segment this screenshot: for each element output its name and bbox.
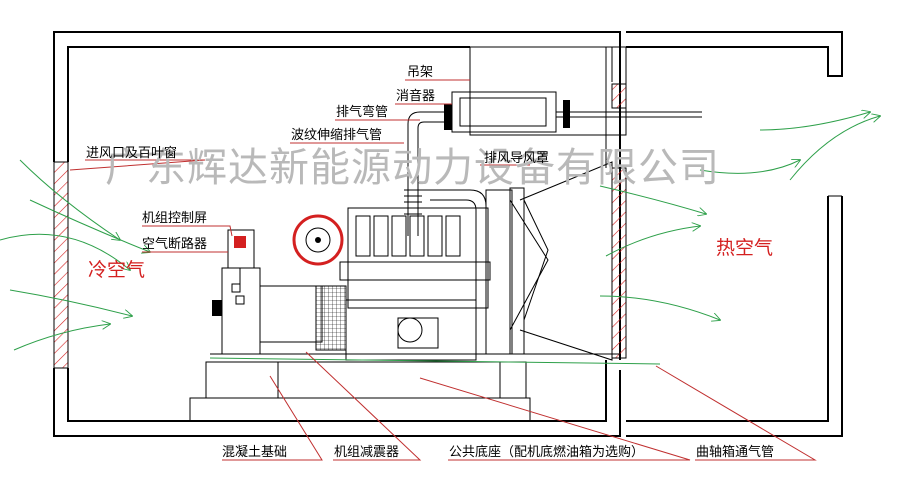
label-silencer: 消音器 (396, 88, 435, 104)
leader-lines (69, 79, 817, 461)
engine (339, 189, 513, 361)
label-exhaust-elbow: 排气弯管 (336, 104, 388, 120)
label-exhaust-hood: 排风导风罩 (484, 151, 549, 166)
label-inlet-louver: 进风口及百叶窗 (86, 145, 177, 161)
hot-side-hatch-upper (611, 83, 627, 109)
label-common-base: 公共底座（配机底燃油箱为选购） (449, 444, 644, 460)
label-control-panel: 机组控制屏 (142, 211, 207, 226)
silencer-assembly (444, 46, 702, 136)
label-hanger: 吊架 (407, 65, 433, 80)
inlet-louver-hatch (53, 161, 69, 369)
airflow (0, 112, 880, 351)
hot-side-hatch-lower (611, 167, 627, 359)
control-panel (227, 229, 255, 286)
alternator (212, 267, 347, 355)
label-concrete-base: 混凝土基础 (222, 444, 287, 460)
label-air-breaker: 空气断路器 (142, 236, 207, 252)
room-walls (53, 31, 843, 437)
exhaust-pipe (404, 111, 444, 236)
label-bellows: 波纹伸缩排气管 (291, 127, 382, 143)
bases (189, 353, 661, 422)
watermark-text: 广东辉达新能源动力设备有限公司 (105, 145, 720, 191)
label-crankcase-vent: 曲轴箱通气管 (696, 444, 774, 460)
label-shock-absorber: 机组减震器 (334, 445, 399, 460)
fan-pulley (292, 214, 344, 266)
exhaust-hood (509, 161, 613, 361)
label-hot-air: 热空气 (716, 237, 773, 259)
label-cold-air: 冷空气 (88, 259, 145, 281)
